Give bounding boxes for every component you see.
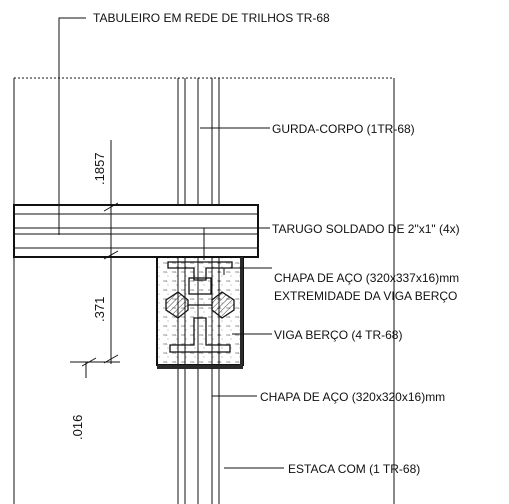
dim-mid: .371 [92,297,107,322]
label-dowel: TARUGO SOLDADO DE 2"x1" (4x) [272,222,460,236]
label-cradle-beam: VIGA BERÇO (4 TR-68) [274,328,402,342]
cradle-beam [156,256,244,366]
dim-bottom: .016 [70,415,85,440]
leader-lines [58,17,284,469]
guardrail-column [177,78,220,205]
rail-head-left [165,291,189,319]
dimension-line [70,140,120,378]
label-pile: ESTACA COM (1 TR-68) [288,462,420,476]
rail-head-right [211,291,235,319]
steel-plate-end [240,257,243,365]
label-plate-end-sub: EXTREMIDADE DA VIGA BERÇO [274,289,457,303]
steel-plate-base [157,365,243,369]
outer-frame [13,77,395,504]
deck-rail [13,204,259,258]
dim-top: .1857 [92,152,107,185]
label-guardrail: GURDA-CORPO (1TR-68) [272,122,415,136]
label-deck: TABULEIRO EM REDE DE TRILHOS TR-68 [93,11,330,25]
label-plate-base: CHAPA DE AÇO (320x320x16)mm [260,390,445,404]
label-plate-end: CHAPA DE AÇO (320x337x16)mm [274,271,459,285]
pile-column [177,368,220,504]
